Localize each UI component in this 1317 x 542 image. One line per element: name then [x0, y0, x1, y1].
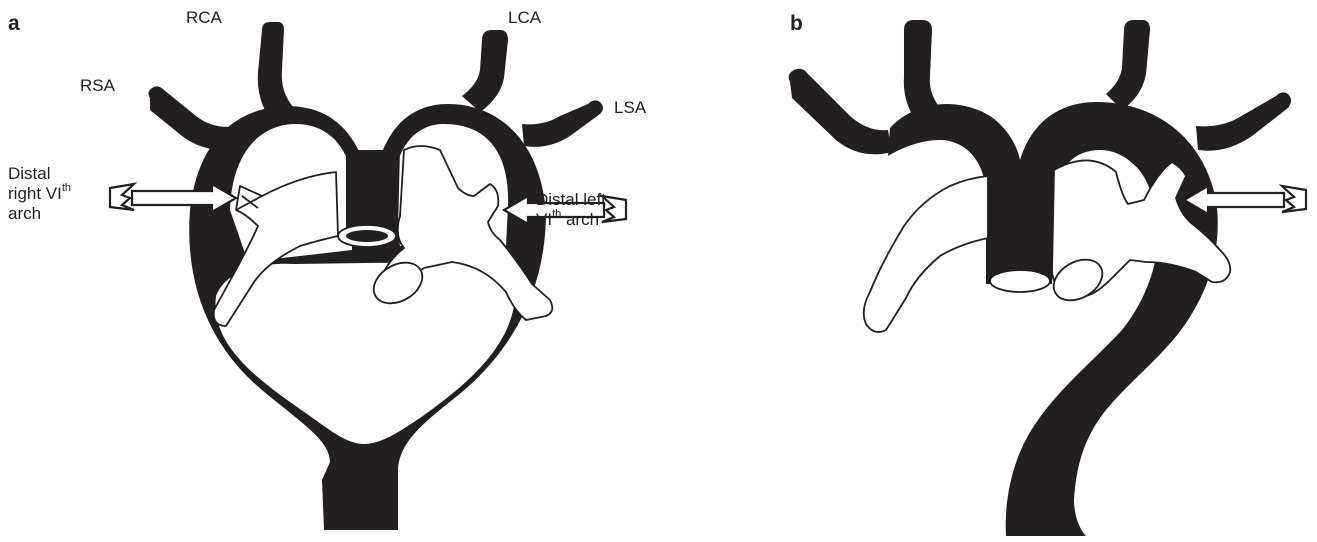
right-arch-label-line2: right VIth [8, 184, 71, 204]
left-arch-label-line2: VIth arch [536, 210, 599, 230]
b-rsa-branch [789, 69, 892, 155]
right-arch-label-line3: arch [8, 204, 41, 224]
panel-b: b [660, 0, 1317, 542]
b-lsa-branch [1196, 92, 1291, 150]
lsa-label: LSA [614, 98, 646, 118]
rsa-label: RSA [80, 76, 115, 96]
lca-label: LCA [508, 8, 541, 28]
left-arch-label-line1: Distal left [536, 190, 606, 210]
lsa-branch [522, 100, 603, 146]
panel-b-diagram [660, 0, 1317, 542]
rca-label: RCA [186, 8, 222, 28]
right-arch-arrow [110, 184, 236, 212]
ascending-trunk [346, 150, 400, 230]
b-lca-branch [1106, 20, 1150, 110]
pulmonary-trunk-inner [346, 230, 388, 242]
right-arch-label-line1: Distal [8, 164, 51, 184]
lca-branch [462, 30, 508, 112]
b-right-pulmonary-artery [864, 176, 988, 332]
panel-a: a RCA LCA RSA LSA Distal right VIth arch… [0, 0, 660, 542]
b-arrow [1184, 186, 1306, 214]
b-pulmonary-trunk-opening [990, 270, 1050, 292]
